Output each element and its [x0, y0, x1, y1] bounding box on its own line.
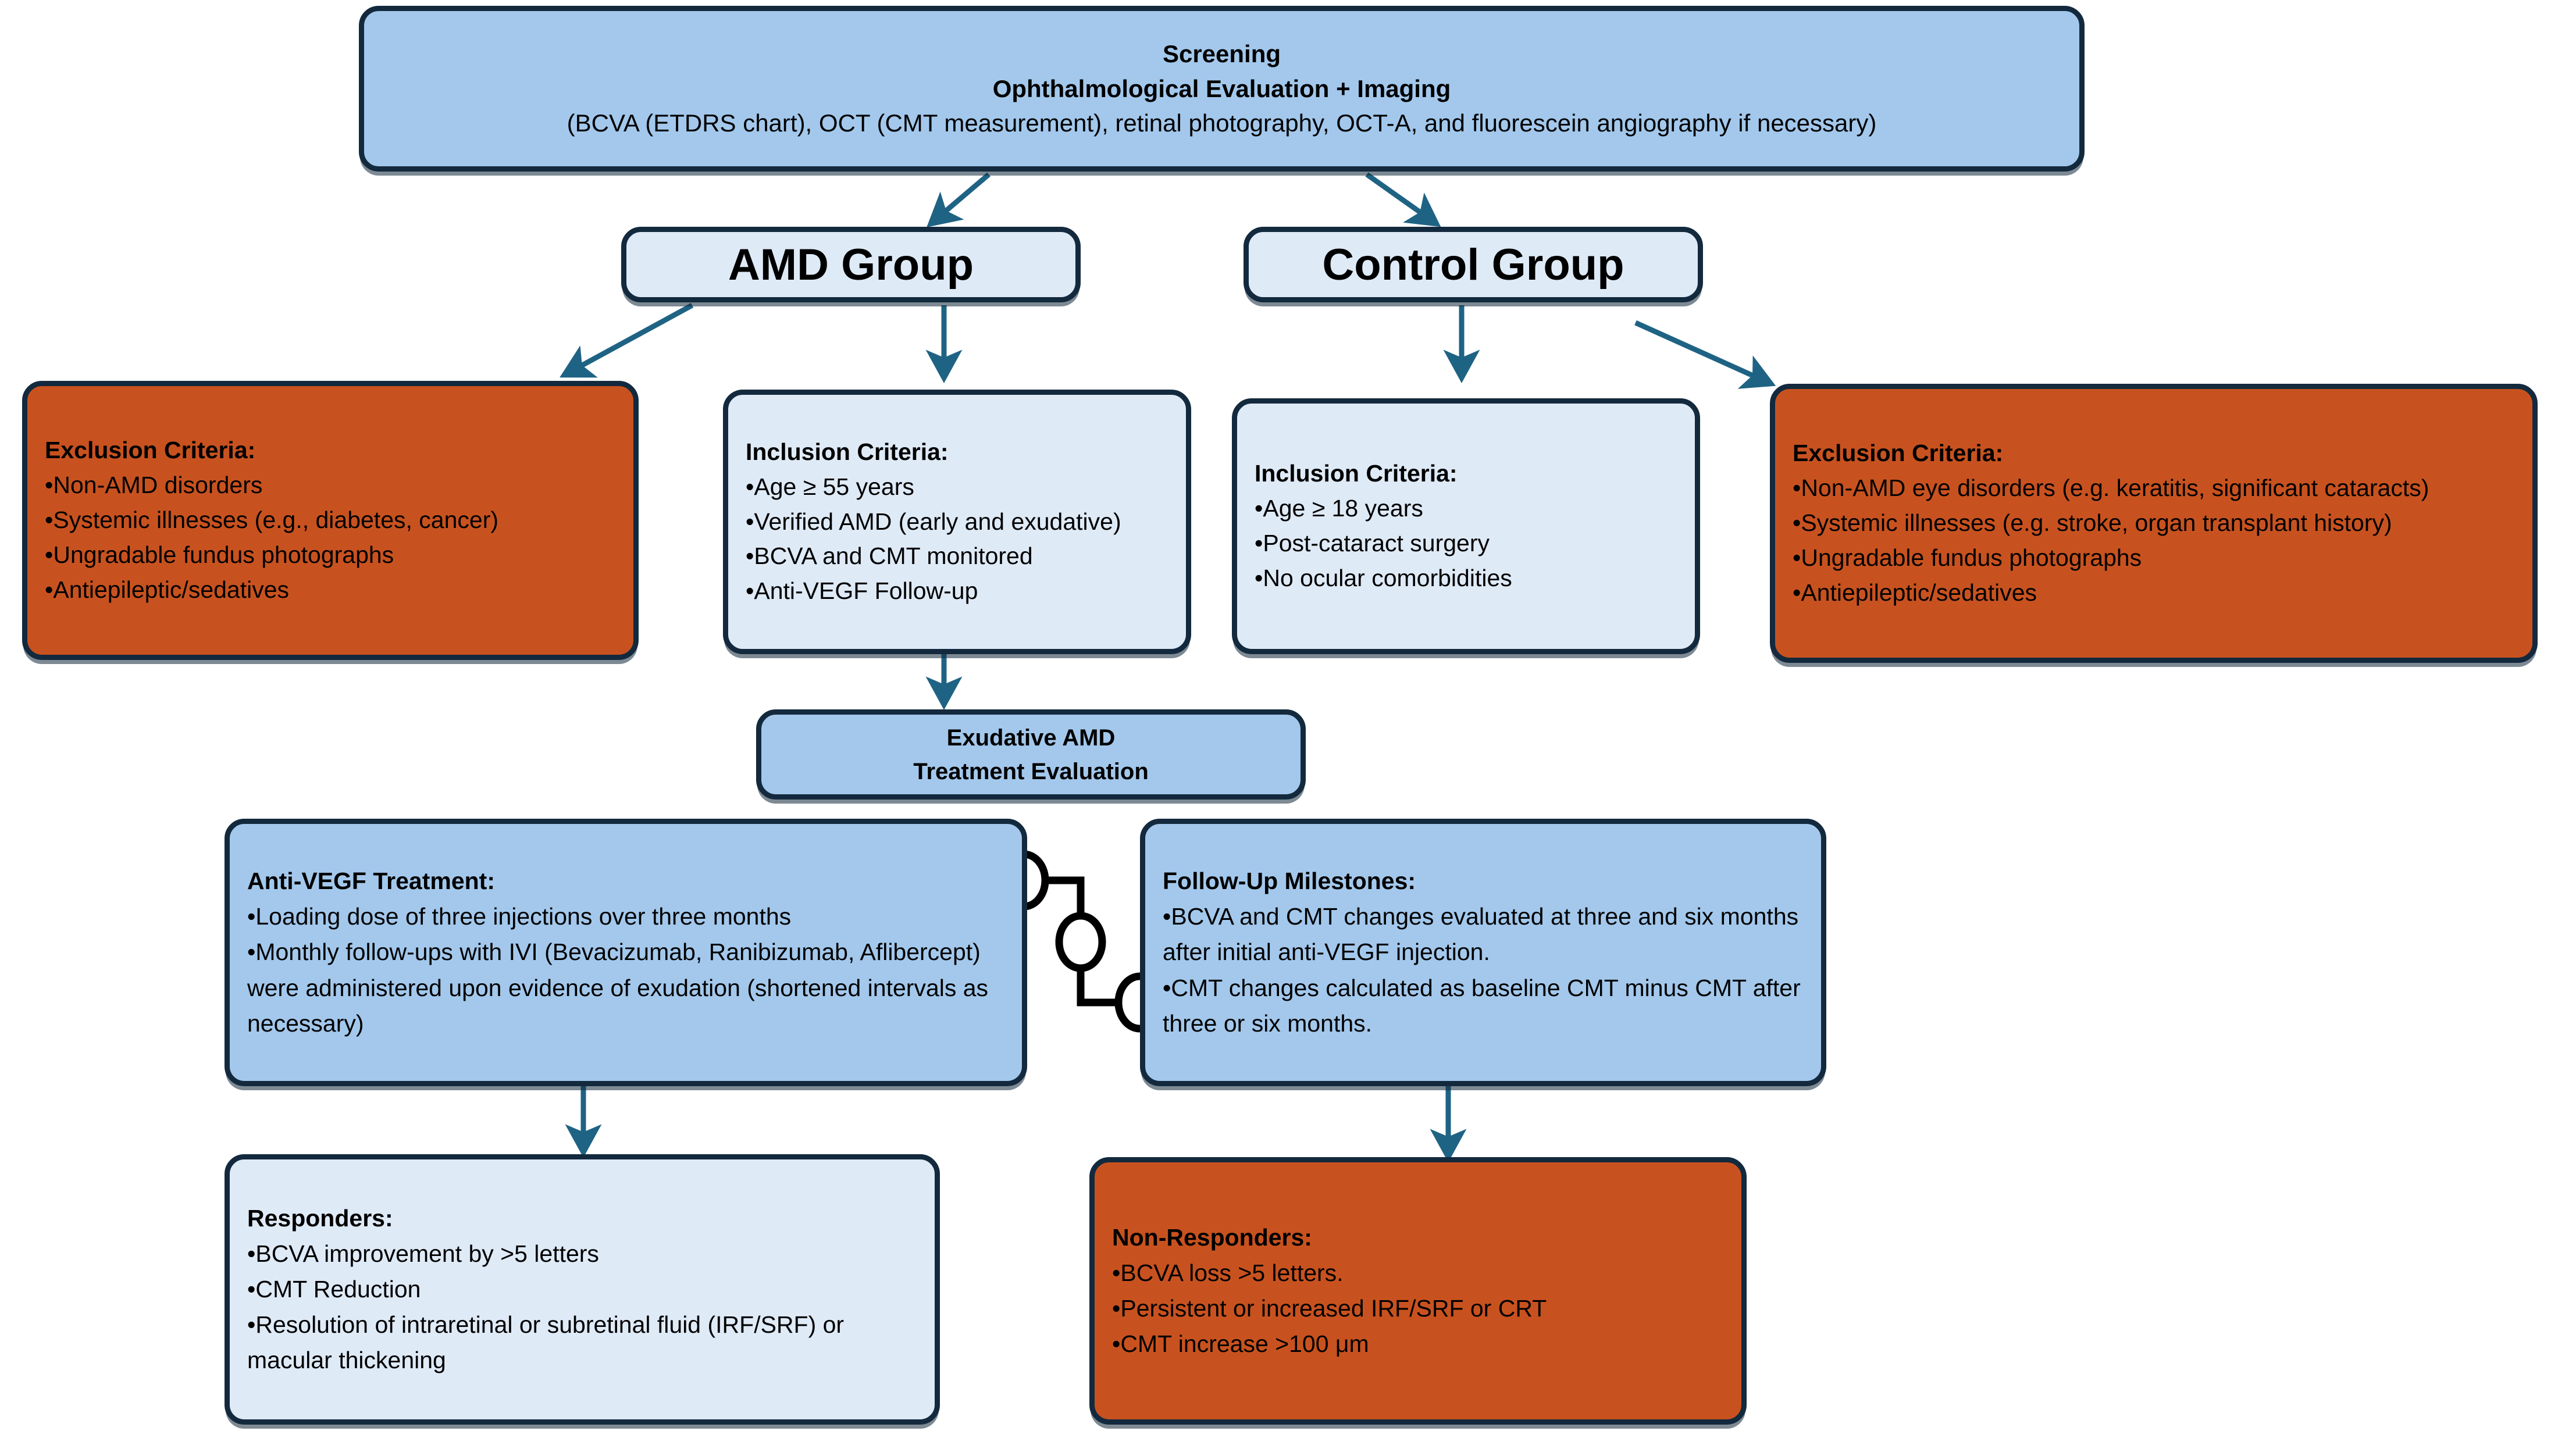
list-item: •BCVA improvement by >5 letters	[247, 1240, 599, 1267]
arrow-amd-to-exclusion	[560, 303, 694, 378]
node-control-group[interactable]: Control Group	[1244, 227, 1703, 302]
follow-up-heading: Follow-Up Milestones:	[1163, 868, 1416, 895]
amd-exclusion-heading: Exclusion Criteria:	[45, 437, 256, 464]
node-follow-up-milestones[interactable]: Follow-Up Milestones: •BCVA and CMT chan…	[1140, 819, 1826, 1086]
control-exclusion-heading: Exclusion Criteria:	[1793, 440, 2004, 467]
control-inclusion-heading: Inclusion Criteria:	[1255, 460, 1458, 487]
screening-subtitle: Ophthalmological Evaluation + Imaging	[992, 74, 1451, 102]
node-control-inclusion[interactable]: Inclusion Criteria: •Age ≥ 18 years •Pos…	[1232, 398, 1700, 654]
list-item: •Ungradable fundus photographs	[45, 541, 394, 568]
exudative-line1: Exudative AMD	[946, 725, 1116, 751]
control-exclusion-list: •Non-AMD eye disorders (e.g. keratitis, …	[1793, 471, 2515, 610]
list-item: •Post-cataract surgery	[1255, 530, 1490, 556]
list-item: •CMT changes calculated as baseline CMT …	[1163, 974, 1801, 1037]
list-item: •Non-AMD eye disorders (e.g. keratitis, …	[1793, 474, 2429, 502]
responders-heading: Responders:	[247, 1204, 393, 1232]
list-item: •BCVA and CMT monitored	[746, 543, 1033, 570]
amd-group-label: AMD Group	[728, 240, 974, 290]
screening-detail: (BCVA (ETDRS chart), OCT (CMT measuremen…	[567, 109, 1877, 137]
control-group-label: Control Group	[1322, 240, 1624, 290]
list-item: •Verified AMD (early and exudative)	[746, 508, 1121, 535]
list-item: •CMT increase >100 μm	[1112, 1330, 1369, 1358]
list-item: •Antiepileptic/sedatives	[45, 576, 290, 603]
responders-list: •BCVA improvement by >5 letters •CMT Red…	[247, 1236, 917, 1378]
list-item: •BCVA and CMT changes evaluated at three…	[1163, 903, 1799, 966]
connector-circle-middle	[1055, 912, 1106, 972]
arrow-screening-to-amd	[927, 172, 991, 227]
list-item: •BCVA loss >5 letters.	[1112, 1259, 1344, 1286]
node-amd-group[interactable]: AMD Group	[621, 227, 1081, 302]
list-item: •No ocular comorbidities	[1255, 564, 1512, 591]
list-item: •Ungradable fundus photographs	[1793, 544, 2142, 571]
list-item: •Anti-VEGF Follow-up	[746, 577, 978, 605]
amd-inclusion-list: •Age ≥ 55 years •Verified AMD (early and…	[746, 470, 1168, 609]
list-item: •Monthly follow-ups with IVI (Bevacizuma…	[247, 938, 989, 1037]
connector-path	[1028, 876, 1141, 1007]
anti-vegf-heading: Anti-VEGF Treatment:	[247, 868, 495, 895]
list-item: •Persistent or increased IRF/SRF or CRT	[1112, 1295, 1547, 1322]
list-item: •Age ≥ 18 years	[1255, 495, 1423, 522]
screening-title: Screening	[1162, 40, 1281, 68]
list-item: •Non-AMD disorders	[45, 472, 263, 499]
list-item: •Loading dose of three injections over t…	[247, 903, 792, 930]
exudative-line2: Treatment Evaluation	[913, 758, 1149, 784]
list-item: •Systemic illnesses (e.g., diabetes, can…	[45, 506, 499, 534]
node-control-exclusion[interactable]: Exclusion Criteria: •Non-AMD eye disorde…	[1770, 384, 2538, 663]
list-item: •Age ≥ 55 years	[746, 473, 914, 500]
control-inclusion-list: •Age ≥ 18 years •Post-cataract surgery •…	[1255, 491, 1677, 596]
amd-exclusion-list: •Non-AMD disorders •Systemic illnesses (…	[45, 468, 616, 607]
non-responders-heading: Non-Responders:	[1112, 1223, 1312, 1251]
node-amd-inclusion[interactable]: Inclusion Criteria: •Age ≥ 55 years •Ver…	[723, 390, 1191, 654]
list-item: •Systemic illnesses (e.g. stroke, organ …	[1793, 509, 2392, 537]
node-screening[interactable]: Screening Ophthalmological Evaluation + …	[359, 6, 2085, 172]
arrow-screening-to-control	[1365, 172, 1441, 227]
list-item: •Resolution of intraretinal or subretina…	[247, 1311, 845, 1374]
node-exudative-evaluation[interactable]: Exudative AMD Treatment Evaluation	[756, 709, 1306, 800]
follow-up-list: •BCVA and CMT changes evaluated at three…	[1163, 899, 1804, 1041]
node-anti-vegf-treatment[interactable]: Anti-VEGF Treatment: •Loading dose of th…	[225, 819, 1027, 1086]
anti-vegf-list: •Loading dose of three injections over t…	[247, 899, 1004, 1041]
list-item: •CMT Reduction	[247, 1275, 421, 1302]
node-non-responders[interactable]: Non-Responders: •BCVA loss >5 letters. •…	[1089, 1157, 1747, 1425]
amd-inclusion-heading: Inclusion Criteria:	[746, 438, 949, 465]
node-amd-exclusion[interactable]: Exclusion Criteria: •Non-AMD disorders •…	[22, 381, 639, 660]
list-item: •Antiepileptic/sedatives	[1793, 579, 2037, 606]
non-responders-list: •BCVA loss >5 letters. •Persistent or in…	[1112, 1255, 1724, 1362]
arrow-control-to-exclusion	[1634, 320, 1776, 389]
node-responders[interactable]: Responders: •BCVA improvement by >5 lett…	[225, 1154, 940, 1425]
